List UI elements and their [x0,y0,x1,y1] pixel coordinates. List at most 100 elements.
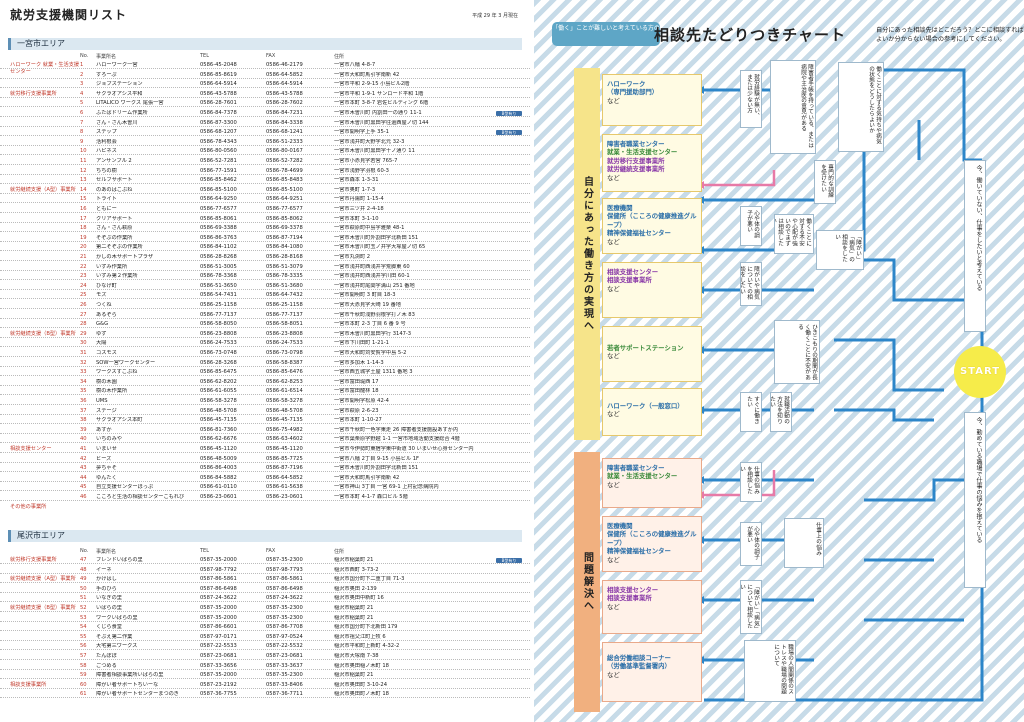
cell-tel: 0586-84-7378 [200,110,237,116]
category-label: 就労移行支援事業所 [10,90,57,97]
cell-addr: 一宮市開明町 3 町目 18-3 [334,292,396,299]
cell-no: 7 [80,119,84,126]
cell-name: こころと生活の相談センターこもれび [96,494,185,500]
cell-addr: 一宮市大和町苅安賀字中島 5-2 [334,350,407,356]
cell-no: 16 [80,206,87,212]
cell-name: SOW一宮ワークセンター [96,359,156,366]
cell-fax: 0587-98-7793 [266,566,303,573]
cell-addr: 一宮市萩原 2-6-23 [334,407,379,414]
cell-fax: 0586-84-1080 [266,244,303,251]
cell-tel: 0586-43-5788 [200,90,237,97]
cell-no: 20 [80,244,87,251]
status-not-working: 今、働いていない、仕事をしたいと考えている [964,160,986,332]
cell-name: モズ [96,292,107,299]
cell-addr: 一宮市丸渕町 2 [334,254,371,260]
cell-addr: 一宮市丹陽町 1-15-4 [334,196,384,203]
cell-name: ゆず [96,330,107,337]
cell-name: かけはし [96,576,117,583]
question-box: 「障がい」「病気」の相談をしたい [816,230,864,270]
column-header-2: No. 事業所名 TEL FAX 住所 [0,548,530,556]
cell-fax: 0586-73-0798 [266,350,303,356]
cell-tel: 0587-36-7755 [200,691,237,698]
cell-tel: 0586-68-1207 [200,129,237,136]
cell-tel: 0586-85-6475 [200,369,237,376]
cell-tel: 0586-58-3278 [200,398,237,404]
cell-tel: 0587-86-6498 [200,585,237,592]
cell-addr: 一宮市平和 2-9-15 小島ビル2階 [334,81,410,88]
cell-tel: 0587-98-7792 [200,566,237,573]
cell-addr: 一宮市木曽川町外割田字北新田 151 [334,465,419,472]
cell-name: ハピネス [96,148,117,155]
cell-no: 61 [80,691,87,698]
cell-addr: 稲沢市西町 3-73-2 [334,566,379,573]
cell-addr: 稲沢市平和町上新町 4-32-2 [334,643,400,650]
cell-tel: 0586-64-5914 [200,81,237,88]
cell-tel: 0586-45-7135 [200,417,237,424]
cell-addr: 一宮市本町 1-10-27 [334,417,382,424]
list-title: 就労支援機関リスト [10,8,128,22]
cell-name: ごつめる [96,662,117,669]
cell-no: 58 [80,662,87,669]
cell-tel: 0587-35-2000 [200,557,237,563]
cell-fax: 0586-62-8253 [266,378,303,385]
dest-vocational-center: 障害者職業センター 就業・生活支援センター 就労移行支援事業所 就労継続支援事業… [602,134,702,192]
cell-tel: 0587-23-2192 [200,681,237,688]
chart-subtitle: 自分にあった相談先はどこだろう？どこに相談すればよいか分からない場合の参考にして… [876,27,1024,43]
cell-name: ワークいばらの里 [96,614,138,621]
type-badge: B型有り [496,130,522,136]
cell-addr: 一宮市小赤見字若宮 765-7 [334,158,398,164]
cell-addr: 一宮市大和町馬引字南新 42 [334,71,400,78]
question-box: 働くことに対する気持ちや病気の状態をどうしたらよいか [838,62,884,152]
cell-tel: 0586-62-6676 [200,436,237,443]
cell-addr: 稲沢市稲葉町 21 [334,614,374,621]
cell-fax: 0586-45-7135 [266,417,303,424]
cell-fax: 0586-84-7231 [266,110,303,116]
dest-consultation-2: 相談支援センター 相談支援事業所 など [602,580,702,634]
cell-name: かしの木サポートプラザ [96,254,154,260]
cell-fax: 0586-64-5852 [266,71,303,78]
cell-tel: 0586-51-3005 [200,263,237,270]
cell-tel: 0586-86-3763 [200,234,237,241]
cell-fax: 0586-85-7725 [266,455,303,462]
cell-addr: 一宮市森本 1-3-31 [334,177,379,184]
chart-title: 相談先たどりつきチャート [654,26,847,44]
cell-no: 40 [80,436,87,443]
cell-no: 17 [80,215,87,222]
cell-fax: 0586-64-7432 [266,292,303,299]
cell-fax: 0586-75-4982 [266,426,303,433]
dest-vocational-center-2: 障害者職業センター 就業・生活支援センター など [602,458,702,508]
flowchart-panel: 「働く」ことが難しいと考えている方の 相談先たどりつきチャート 自分にあった相談… [534,0,1024,722]
cell-tel: 0586-77-7137 [200,311,237,318]
dest-hellowork-special: ハローワーク （専門援助部門） など [602,74,702,126]
dest-consultation: 相談支援センター 相談支援事業所 など [602,262,702,318]
cell-no: 22 [80,263,87,270]
cell-tel: 0586-87-3300 [200,119,237,126]
category-label: その他の事業所 [10,503,47,510]
cell-name: 樹の木作業所 [96,388,128,395]
category-label: 就労継続支援（B型）事業所 [10,330,76,337]
col-tel: TEL [200,548,209,554]
cell-addr: 稲沢市祖父江町上牧 6 [334,633,386,640]
cell-name: 手のひら [96,585,117,592]
dest-labor-consultation: 総合労働相談コーナー （労働基準監督署内） など [602,642,702,702]
cell-fax: 0587-86-5861 [266,576,303,583]
cell-addr: 稲沢市奥田町 3-10-24 [334,681,388,688]
col-name: 事業所名 [96,549,117,555]
cell-no: 44 [80,474,87,481]
question-box: 就職活動の方法を知りたい [770,392,792,432]
cell-no: 29 [80,330,87,337]
col-fax: FAX [266,548,276,554]
cell-name: ジョブステーション [96,81,143,88]
cell-tel: 0587-86-6601 [200,624,237,631]
cell-addr: 稲沢市稲葉町 21 [334,605,374,611]
